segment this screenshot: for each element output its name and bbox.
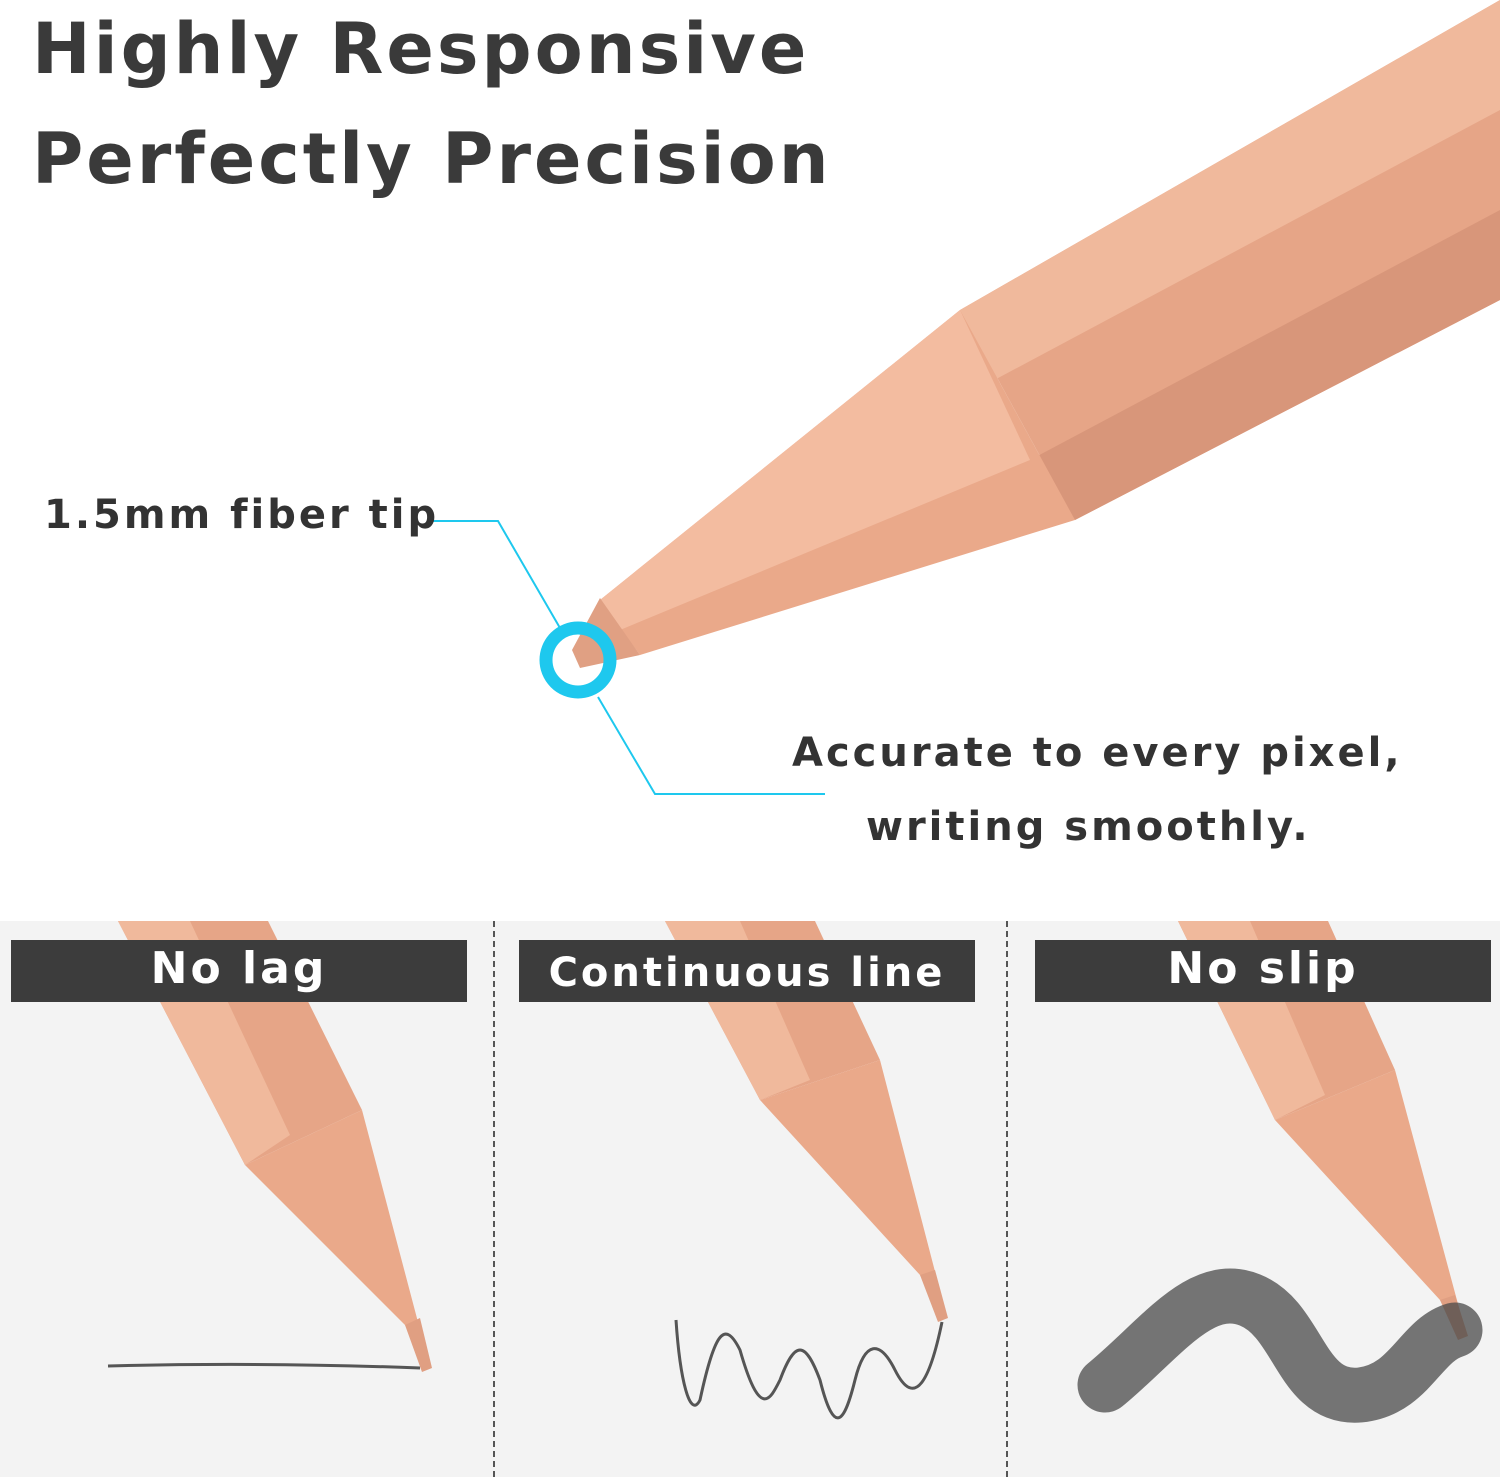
panel-label-no-slip: No slip: [1035, 940, 1491, 1002]
stroke-thick-wave: [1077, 1268, 1483, 1423]
panel-label-no-lag: No lag: [11, 940, 467, 1002]
accuracy-label-line-1: Accurate to every pixel,: [792, 730, 1403, 776]
stylus-pencil-main: [572, 0, 1500, 668]
stroke-straight-line: [107, 1362, 421, 1370]
accuracy-label-line-2: writing smoothly.: [866, 804, 1311, 850]
stroke-squiggle-line: [674, 1319, 944, 1420]
panel-divider: [493, 921, 495, 1477]
headline-line-2: Perfectly Precision: [32, 118, 832, 200]
fiber-tip-label: 1.5mm fiber tip: [44, 492, 440, 538]
tip-highlight-ring: [539, 621, 617, 699]
panel-label-continuous-line: Continuous line: [519, 940, 975, 1002]
tip-callout-leader: [430, 520, 825, 795]
panel-divider: [1006, 921, 1008, 1477]
headline-line-1: Highly Responsive: [32, 8, 810, 90]
